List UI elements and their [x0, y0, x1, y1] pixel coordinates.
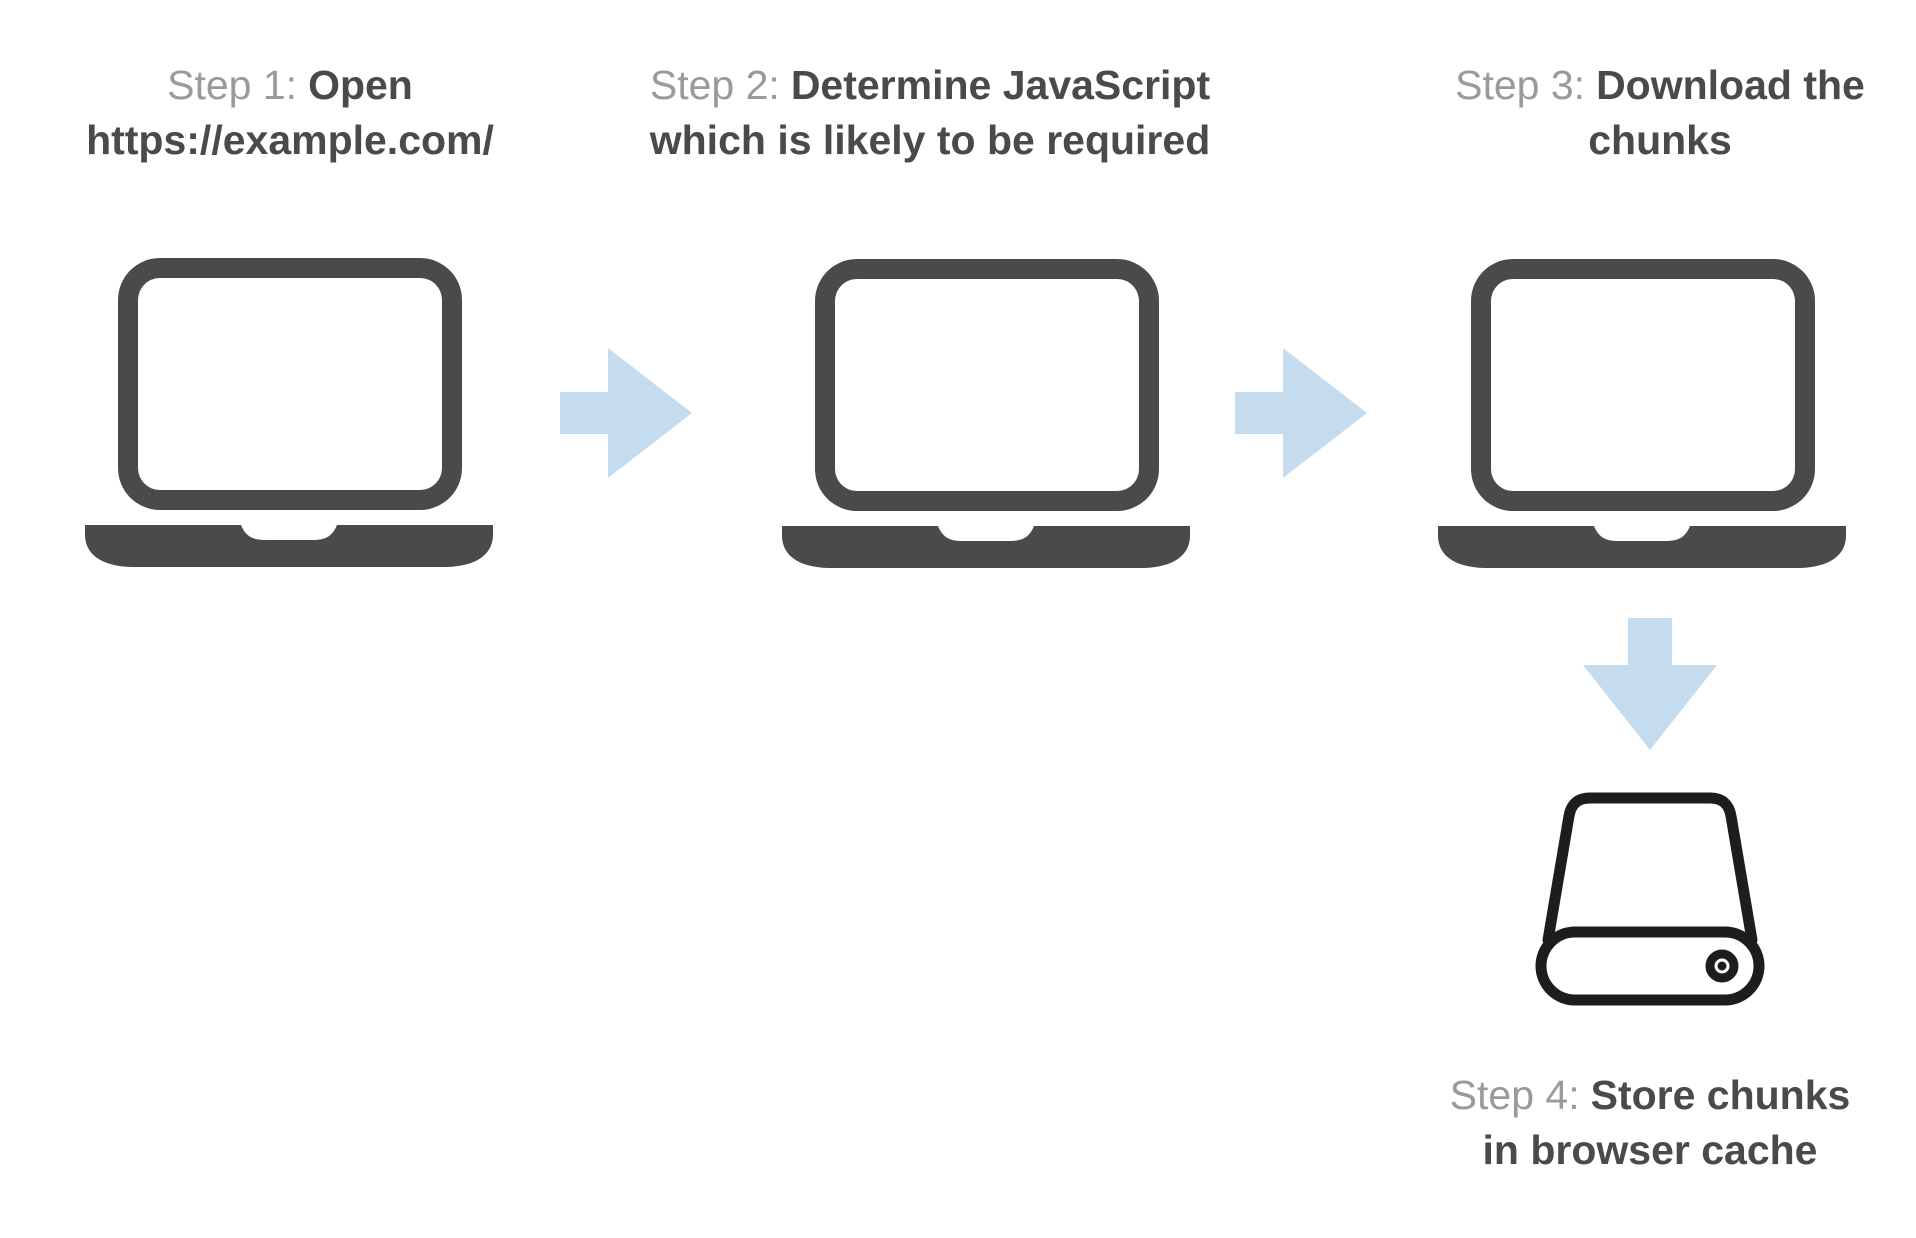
- step-1-label: Step 1:: [167, 62, 298, 108]
- step-4-caption: Step 4:Store chunks in browser cache: [1400, 1068, 1900, 1178]
- step-3-caption-line-1: Step 3:Download the: [1400, 58, 1916, 113]
- step-4-title-line-2: in browser cache: [1482, 1127, 1818, 1173]
- hard-drive-icon: [1535, 792, 1765, 1006]
- laptop-icon: [1438, 259, 1846, 568]
- step-3-title-line-1: Download the: [1596, 62, 1865, 108]
- step-1-caption-line-1: Step 1:Open: [40, 58, 540, 113]
- step-3-caption: Step 3:Download the chunks: [1400, 58, 1916, 168]
- step-4-caption-line-1: Step 4:Store chunks: [1400, 1068, 1900, 1123]
- arrow-right-icon: [1235, 348, 1367, 478]
- laptop-icon: [85, 258, 493, 567]
- laptop-icon: [782, 259, 1190, 568]
- step-1-caption: Step 1:Open https://example.com/: [40, 58, 540, 168]
- step-4-title-line-1: Store chunks: [1590, 1072, 1851, 1118]
- step-2-caption-line-1: Step 2:Determine JavaScript: [630, 58, 1230, 113]
- step-2-caption: Step 2:Determine JavaScript which is lik…: [630, 58, 1230, 168]
- step-2-title-line-1: Determine JavaScript: [790, 62, 1211, 108]
- step-1-title-line-1: Open: [308, 62, 413, 108]
- step-2-title-line-2: which is likely to be required: [649, 117, 1211, 163]
- step-2-label: Step 2:: [649, 62, 780, 108]
- step-4-label: Step 4:: [1449, 1072, 1580, 1118]
- arrow-right-icon: [560, 348, 692, 478]
- step-3-title-line-2: chunks: [1588, 117, 1732, 163]
- step-3-label: Step 3:: [1455, 62, 1586, 108]
- arrow-down-icon: [1583, 618, 1717, 750]
- step-1-title-line-2: https://example.com/: [86, 117, 494, 163]
